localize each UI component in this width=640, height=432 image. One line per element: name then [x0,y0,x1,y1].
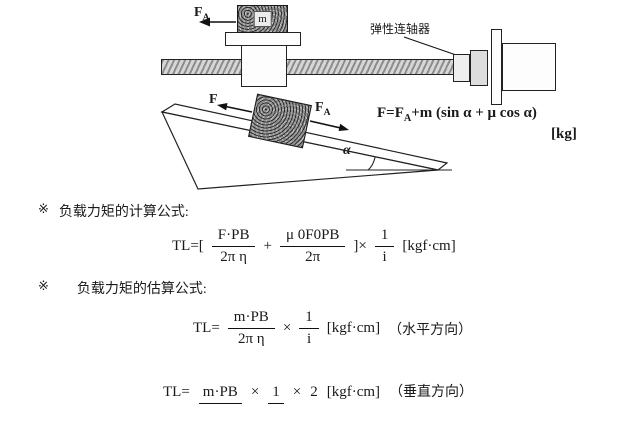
calc-lead: TL=[ [172,238,204,255]
force-formula-unit: [kg] [551,126,577,142]
estv-note: （垂直方向） [389,385,474,400]
calc-frac3-den: i [382,249,387,266]
section-est-title: 负载力矩的估算公式: [76,282,207,297]
estv-times1: × [250,384,260,400]
fa-top-sub: A [202,12,210,23]
ballscrew-shaft [161,59,457,75]
motor-flange [491,29,502,105]
mass-label: m [253,11,272,28]
force-formula-p1: F=F [377,105,404,121]
esth-note: （水平方向） [388,322,473,338]
force-formula: F=FA+m (sin α + μ cos α) [377,105,537,124]
estv-lead: TL= [163,384,190,400]
incline-fa-label: FA [315,100,330,118]
estv-times2: × [292,384,302,400]
esth-frac1-den: 2π η [237,331,265,348]
alpha-label: α [343,143,351,158]
section-est-header: ※ 负载力矩的估算公式: [38,278,207,298]
calc-frac3-num: 1 [374,227,395,248]
angle-arc [367,157,376,171]
coupling-half-right [470,50,488,86]
force-formula-p2: +m [411,105,433,121]
coupling-label: 弹性连轴器 [370,22,431,36]
incline-f-label: F [209,92,218,107]
estv-term1: m·PB [198,384,242,404]
est-horizontal-formula: TL= m·PB 2π η × 1 i [kgf·cm] （水平方向） [193,309,472,349]
estv-term2: 1 [268,384,284,404]
calc-formula: TL=[ F·PB 2π η + μ 0F0PB 2π ]× 1 i [kgf·… [172,227,456,267]
esth-frac2-den: i [306,331,312,348]
esth-frac2-num: 1 [299,309,319,330]
coupling-leader-line [403,36,460,57]
motor-body [502,43,556,91]
calc-plus: + [263,238,272,255]
esth-lead: TL= [193,320,220,337]
esth-unit: [kgf·cm] [326,320,381,337]
esth-frac1-num: m·PB [227,309,275,330]
calc-close: ]× [353,238,367,255]
calc-unit: [kgf·cm] [402,238,456,255]
calc-frac1: F·PB 2π η [211,227,256,267]
calc-frac2-den: 2π [305,249,321,266]
force-f-arrow [217,103,253,113]
force-fa-arrow [309,120,349,131]
section-calc-title: 负载力矩的计算公式: [58,205,189,220]
calc-frac3: 1 i [374,227,395,267]
coupling-half-left [453,54,470,82]
carriage-block [241,45,287,87]
reference-mark: ※ [38,201,49,216]
calc-frac1-num: F·PB [211,227,256,248]
section-calc-header: ※ 负载力矩的计算公式: [38,201,189,221]
incline-fa-sub: A [323,107,331,118]
esth-frac1: m·PB 2π η [227,309,275,349]
incline-fa-main: F [315,100,324,115]
esth-frac2: 1 i [299,309,319,349]
calc-frac2-num: μ 0F0PB [279,227,346,248]
calc-frac1-den: 2π η [220,249,247,266]
mass-block-top: m [237,5,288,33]
fa-top-main: F [194,5,203,20]
fa-top-arrow [199,17,236,27]
estv-unit: [kgf·cm] [326,384,381,400]
calc-frac2: μ 0F0PB 2π [279,227,346,267]
fa-top-label: FA [194,5,209,23]
est-vertical-formula: TL= m·PB × 1 × 2 [kgf·cm] （垂直方向） [163,381,473,404]
reference-mark: ※ [38,278,49,293]
force-formula-sub: A [403,113,412,124]
force-formula-p3: (sin α + μ cos α) [432,105,537,121]
esth-times: × [282,320,292,337]
carriage-base-plate [225,32,301,46]
estv-term3: 2 [310,384,318,400]
